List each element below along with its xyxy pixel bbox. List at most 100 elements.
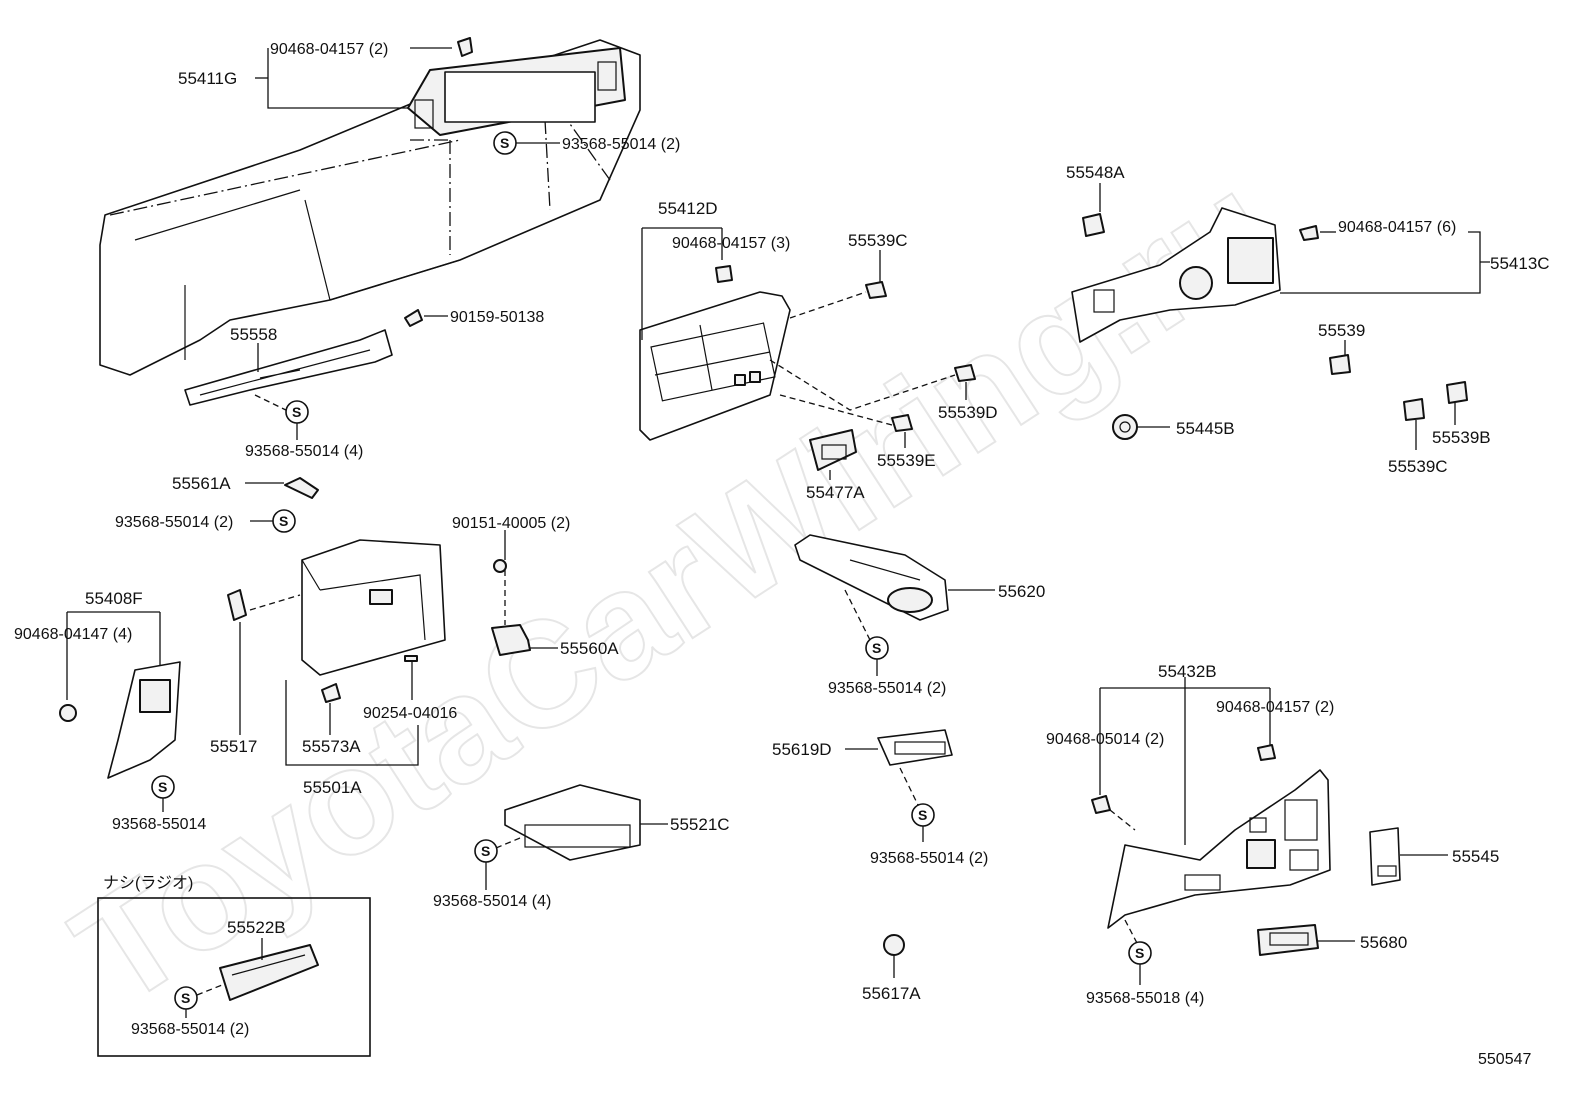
label-55432B: 55432B <box>1158 662 1217 681</box>
svg-text:S: S <box>158 779 167 795</box>
label-93568-55014-2-b: 93568-55014 (2) <box>115 514 233 531</box>
bracket-55558 <box>184 329 393 406</box>
label-55617A: 55617A <box>862 984 921 1003</box>
s-symbol: S <box>865 636 889 660</box>
knob-55445B <box>1112 414 1138 440</box>
clip-icon <box>59 704 77 722</box>
lower-panel-55432B <box>1107 769 1331 929</box>
label-55521C: 55521C <box>670 815 730 834</box>
label-93568-55014-4-a: 93568-55014 (4) <box>245 443 363 460</box>
label-93568-55014-2-e: 93568-55014 (2) <box>870 850 988 867</box>
svg-text:S: S <box>872 640 881 656</box>
label-90254-04016: 90254-04016 <box>363 705 457 722</box>
clip-icon <box>1091 795 1111 814</box>
cluster-panel-55413C <box>1071 207 1281 343</box>
label-55561A: 55561A <box>172 474 231 493</box>
cover-55545 <box>1369 827 1401 886</box>
switch-55539 <box>1329 354 1351 375</box>
label-55620: 55620 <box>998 582 1045 601</box>
label-90468-05014-2: 90468-05014 (2) <box>1046 731 1164 748</box>
label-55522B: 55522B <box>227 918 286 937</box>
label-90151-40005-2: 90151-40005 (2) <box>452 515 570 532</box>
label-55539D: 55539D <box>938 403 998 422</box>
switch-55539D <box>954 364 976 382</box>
s-symbol: S <box>151 775 175 799</box>
label-55539B: 55539B <box>1432 428 1491 447</box>
label-90468-04157-3: 90468-04157 (3) <box>672 235 790 252</box>
svg-text:S: S <box>181 990 190 1006</box>
cup-holder-55620 <box>794 534 949 621</box>
label-55411G: 55411G <box>178 69 237 88</box>
label-55413C: 55413C <box>1490 254 1550 273</box>
center-cluster-panel-55412D <box>639 291 791 441</box>
label-93568-55014-c: 93568-55014 <box>112 816 206 833</box>
pocket-55680 <box>1257 924 1319 956</box>
s-symbol: S <box>174 986 198 1010</box>
s-symbol: S <box>493 131 517 155</box>
label-55560A: 55560A <box>560 639 619 658</box>
lock-55517 <box>227 589 247 621</box>
s-symbol: S <box>1128 941 1152 965</box>
no-radio-note: ナシ(ラジオ) <box>103 875 193 892</box>
label-90468-04157-2: 90468-04157 (2) <box>270 41 388 58</box>
label-55539C-b: 55539C <box>1388 457 1448 476</box>
pocket-55522B <box>219 944 319 1001</box>
label-90159-50138: 90159-50138 <box>450 309 544 326</box>
clip-icon <box>715 265 733 283</box>
label-55573A: 55573A <box>302 737 361 756</box>
svg-text:S: S <box>1135 945 1144 961</box>
label-55539C-a: 55539C <box>848 231 908 250</box>
label-55408F: 55408F <box>85 589 143 608</box>
plug-55617A <box>883 934 905 956</box>
label-55548A: 55548A <box>1066 163 1125 182</box>
s-symbol: S <box>474 839 498 863</box>
label-93568-55014-2-top: 93568-55014 (2) <box>562 136 680 153</box>
switch-55539C-b <box>1403 398 1425 421</box>
pocket-55619D <box>877 729 953 766</box>
clip-icon <box>457 37 473 57</box>
s-symbol: S <box>285 400 309 424</box>
switch-55539C <box>865 281 887 299</box>
label-55539: 55539 <box>1318 321 1365 340</box>
diagram-code: 550547 <box>1478 1051 1531 1068</box>
screw-icon <box>493 559 507 573</box>
label-90468-04157-6: 90468-04157 (6) <box>1338 219 1456 236</box>
switch-55539B <box>1446 381 1468 404</box>
label-93568-55014-4-b: 93568-55014 (4) <box>433 893 551 910</box>
label-55477A: 55477A <box>806 483 865 502</box>
label-93568-55014-2-c: 93568-55014 (2) <box>131 1021 249 1038</box>
pocket-55521C <box>504 784 641 861</box>
clip-55561A <box>284 477 319 499</box>
label-55412D: 55412D <box>658 199 718 218</box>
glove-compartment-55501A <box>301 539 446 676</box>
label-90468-04147-4: 90468-04147 (4) <box>14 626 132 643</box>
label-55539E: 55539E <box>877 451 936 470</box>
label-55517: 55517 <box>210 737 257 756</box>
screw-icon <box>404 309 423 327</box>
label-55445B: 55445B <box>1176 419 1235 438</box>
label-90468-04157-2b: 90468-04157 (2) <box>1216 699 1334 716</box>
svg-text:S: S <box>292 404 301 420</box>
svg-text:S: S <box>481 843 490 859</box>
s-symbol: S <box>911 803 935 827</box>
label-55680: 55680 <box>1360 933 1407 952</box>
cover-55408F <box>107 661 181 779</box>
switch-55539E <box>891 414 913 432</box>
label-55545: 55545 <box>1452 847 1499 866</box>
label-93568-55018-4: 93568-55018 (4) <box>1086 990 1204 1007</box>
s-symbol: S <box>272 509 296 533</box>
label-55619D: 55619D <box>772 740 832 759</box>
svg-text:S: S <box>918 807 927 823</box>
knob-55573A <box>321 683 341 703</box>
label-55558: 55558 <box>230 325 277 344</box>
label-93568-55014-2-d: 93568-55014 (2) <box>828 680 946 697</box>
no-radio-box <box>97 897 371 1057</box>
clip-55548A <box>1082 213 1105 237</box>
svg-text:S: S <box>279 513 288 529</box>
label-55501A: 55501A <box>303 778 362 797</box>
clip-icon <box>1257 744 1276 761</box>
catch-55560A <box>491 624 531 656</box>
clip-icon <box>1299 225 1319 241</box>
ashtray-55477A <box>809 429 857 471</box>
